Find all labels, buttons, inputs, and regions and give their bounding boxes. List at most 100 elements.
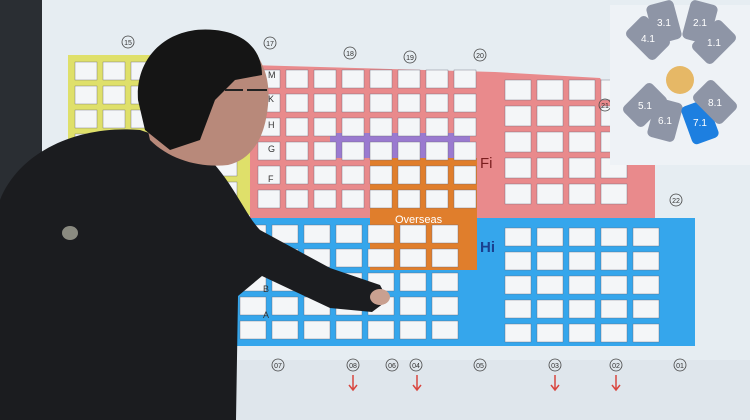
booth <box>313 141 337 161</box>
hall-label: 1.1 <box>707 38 721 49</box>
booth <box>453 69 477 89</box>
booth <box>341 189 365 209</box>
gate-number: 03 <box>551 363 559 370</box>
booth <box>399 224 427 244</box>
booth <box>536 227 564 247</box>
jacket-patch <box>62 226 78 240</box>
gate-number: 18 <box>346 51 354 58</box>
booth <box>431 224 459 244</box>
hall-4.1 <box>626 16 670 60</box>
booth <box>425 117 449 137</box>
booth <box>341 165 365 185</box>
row-label: F <box>268 174 274 184</box>
booth <box>431 296 459 316</box>
gate-number: 22 <box>672 198 680 205</box>
booth <box>425 165 449 185</box>
booth <box>504 323 532 343</box>
booth <box>369 93 393 113</box>
row-label: K <box>268 94 274 104</box>
booth <box>632 251 660 271</box>
hall-6.1 <box>647 98 683 142</box>
booth <box>600 275 628 295</box>
gate-number: 15 <box>124 40 132 47</box>
booth <box>285 69 309 89</box>
booth <box>600 227 628 247</box>
booth <box>504 131 532 153</box>
booth <box>536 79 564 101</box>
booth <box>431 248 459 268</box>
gate-number: 02 <box>612 363 620 370</box>
booth <box>568 79 596 101</box>
booth <box>74 109 98 129</box>
booth <box>285 117 309 137</box>
booth <box>431 272 459 292</box>
hall-label: 4.1 <box>641 34 655 45</box>
booth <box>341 93 365 113</box>
booth <box>600 183 628 205</box>
booth <box>271 320 299 340</box>
booth <box>239 320 267 340</box>
booth <box>257 189 281 209</box>
booth <box>367 248 395 268</box>
booth <box>568 323 596 343</box>
booth <box>102 109 126 129</box>
booth <box>536 131 564 153</box>
hall-5.1 <box>623 83 667 127</box>
booth <box>313 93 337 113</box>
booth <box>369 165 393 185</box>
hall-label: 6.1 <box>658 116 672 127</box>
booth <box>313 165 337 185</box>
gate-number: 07 <box>274 363 282 370</box>
booth <box>74 85 98 105</box>
row-label: H <box>268 120 275 130</box>
booth <box>341 69 365 89</box>
booth <box>425 93 449 113</box>
booth <box>369 189 393 209</box>
booth <box>504 105 532 127</box>
booth <box>341 141 365 161</box>
booth <box>397 93 421 113</box>
booth <box>568 157 596 179</box>
booth <box>425 189 449 209</box>
booth <box>632 323 660 343</box>
booth <box>536 275 564 295</box>
booth <box>504 251 532 271</box>
booth <box>313 117 337 137</box>
booth <box>600 251 628 271</box>
hall-label: 8.1 <box>708 98 722 109</box>
booth <box>257 165 281 185</box>
booth <box>453 117 477 137</box>
booth <box>536 299 564 319</box>
booth <box>335 224 363 244</box>
booth <box>600 323 628 343</box>
booth <box>271 296 299 316</box>
booth <box>536 157 564 179</box>
row-label: B <box>263 284 269 294</box>
hall-label: 3.1 <box>657 18 671 29</box>
hall-label: 2.1 <box>693 18 707 29</box>
presenter-person <box>0 29 390 420</box>
hall-1.1 <box>692 20 736 64</box>
hall-label: 5.1 <box>638 101 652 112</box>
booth <box>536 183 564 205</box>
booth <box>74 61 98 81</box>
booth <box>335 320 363 340</box>
booth <box>102 61 126 81</box>
booth <box>367 320 395 340</box>
booth <box>399 248 427 268</box>
gate-number: 20 <box>476 53 484 60</box>
booth <box>425 69 449 89</box>
hall-3.1 <box>646 0 682 44</box>
exit-arrows <box>348 375 621 392</box>
booth <box>397 165 421 185</box>
booth <box>453 165 477 185</box>
booth <box>285 165 309 185</box>
gate-number: 19 <box>406 55 414 62</box>
booth <box>504 183 532 205</box>
booth <box>367 224 395 244</box>
booth <box>271 224 299 244</box>
booth <box>285 189 309 209</box>
booth <box>536 105 564 127</box>
booth <box>303 320 331 340</box>
